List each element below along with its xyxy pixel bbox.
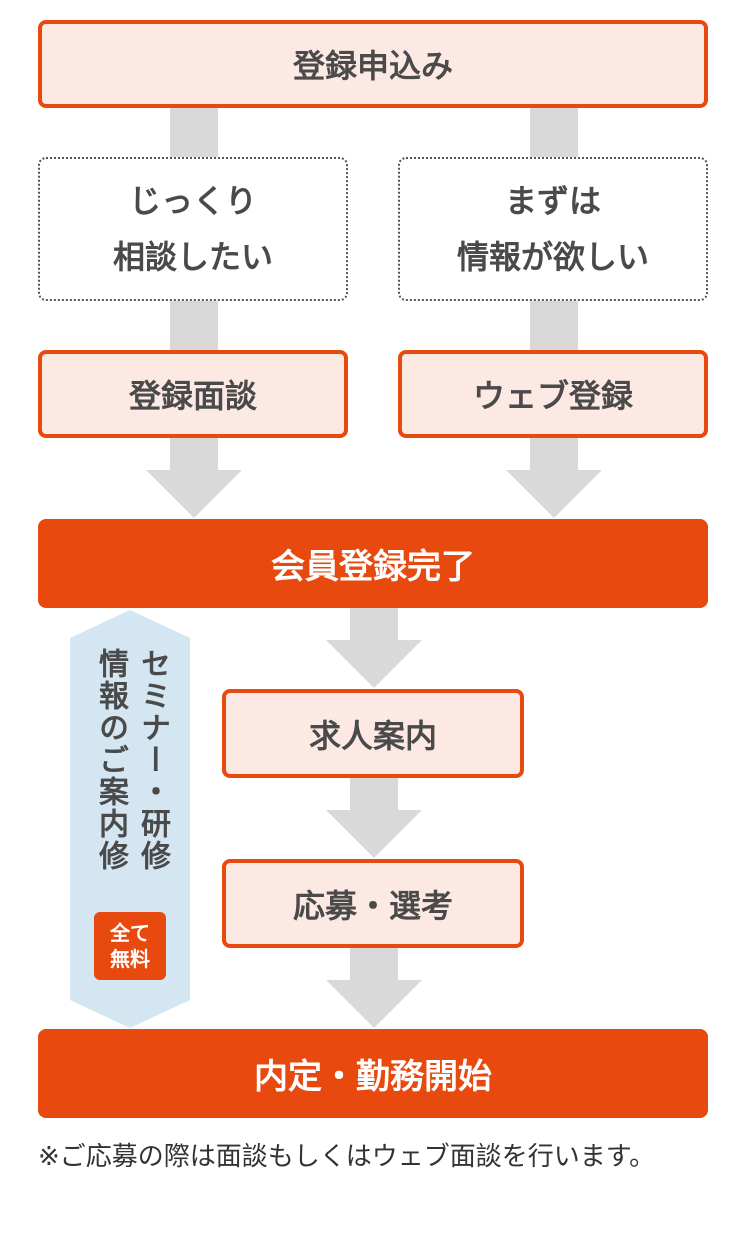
connector-left-bottom: [170, 436, 218, 472]
arrow-to-apply-select: [326, 810, 422, 858]
step-job-intro: 求人案内: [222, 689, 524, 778]
step-offer-start: 内定・勤務開始: [38, 1029, 708, 1118]
arrow-to-job-intro: [326, 640, 422, 688]
step-interview: 登録面談: [38, 350, 348, 438]
step-member-complete: 会員登録完了: [38, 519, 708, 608]
side-text-info: 情報のご案内修: [93, 648, 128, 872]
option-info-line2: 情報が欲しい: [456, 238, 649, 276]
side-text-seminar: セミナー・研修: [135, 648, 170, 872]
arrow-to-offer-start: [326, 980, 422, 1028]
connector-center-2: [350, 776, 398, 812]
connector-right-top: [530, 106, 578, 160]
free-badge-line1: 全て: [110, 921, 150, 945]
option-consult-line1: じっくり: [128, 182, 257, 220]
step-web-register: ウェブ登録: [398, 350, 708, 438]
option-consult: じっくり 相談したい: [38, 157, 348, 301]
connector-left-top: [170, 106, 218, 160]
connector-center-1: [350, 606, 398, 642]
option-info-line1: まずは: [504, 182, 601, 220]
arrow-right-to-complete: [506, 470, 602, 518]
arrow-left-to-complete: [146, 470, 242, 518]
connector-left-mid: [170, 300, 218, 352]
option-info: まずは 情報が欲しい: [398, 157, 708, 301]
free-badge: 全て 無料: [94, 912, 166, 980]
connector-right-mid: [530, 300, 578, 352]
connector-right-bottom: [530, 436, 578, 472]
step-apply-select: 応募・選考: [222, 859, 524, 948]
option-consult-line2: 相談したい: [112, 238, 273, 276]
step-apply: 登録申込み: [38, 20, 708, 108]
free-badge-line2: 無料: [110, 947, 150, 971]
connector-center-3: [350, 946, 398, 982]
footnote: ※ご応募の際は面談もしくはウェブ面談を行います。: [38, 1142, 656, 1172]
